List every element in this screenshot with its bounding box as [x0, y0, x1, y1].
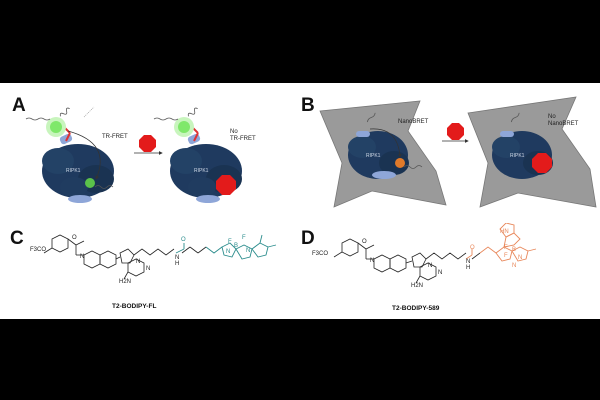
indoline-n-label-d: N [370, 258, 375, 264]
ripk1-label-a-left: RIPK1 [66, 168, 81, 174]
acceptor-tracer-icon [85, 178, 95, 188]
panel-letter-d: D [301, 228, 315, 249]
cf3o-label-d: F3CO [312, 251, 329, 257]
excitation-wave [25, 117, 51, 121]
figure-canvas: A B C D [0, 83, 600, 319]
inhibitor-stop-icon-b [447, 123, 464, 140]
carbonyl-o-label-d: O [362, 239, 367, 245]
ripk1-label-a-right: RIPK1 [194, 168, 209, 174]
compound-name-c: T2-BODIPY-FL [112, 303, 157, 310]
amide-n-label-c: N [175, 255, 180, 261]
structure-t2-bodipy-589 [333, 223, 537, 284]
pyrimidine-n2-label-d: N [438, 270, 443, 276]
bodipy-n1-label-c: N [246, 248, 251, 254]
no-nanobret-label: No NanoBRET [548, 114, 579, 127]
panel-a-diagram [25, 106, 242, 203]
structure-t2-bodipy-fl [43, 234, 277, 280]
inhibitor-stop-icon [139, 135, 156, 152]
nanobret-label: NanoBRET [398, 119, 429, 125]
amine-label-d: H2N [411, 283, 424, 289]
inhibitor-bound-icon [216, 175, 236, 195]
pyrrole-hn-label-d: HN [500, 229, 509, 235]
compound-name-d: T2-BODIPY-589 [392, 305, 440, 312]
bodipy-b-label-c: B [234, 243, 239, 249]
cf3o-label-c: F3CO [30, 247, 47, 253]
amine-label-c: H2N [119, 279, 132, 285]
amide-n-label-d: N [466, 259, 471, 265]
tr-fret-label: TR-FRET [102, 134, 128, 140]
ripk1-label-b-right: RIPK1 [510, 153, 525, 159]
panel-letter-a: A [12, 95, 26, 116]
bodipy-f2-label-c: F [228, 239, 232, 245]
panel-letter-c: C [10, 228, 24, 249]
indoline-n-label-c: N [80, 254, 85, 260]
antibody-icon [59, 126, 73, 145]
bodipy-f2-label-d: F [504, 253, 508, 259]
amide-o-label-c: O [181, 237, 186, 243]
panel-letter-b: B [301, 95, 315, 116]
bodipy-f1-label-c: F [242, 235, 246, 241]
pyrimidine-n2-label-c: N [146, 266, 151, 272]
amide-h-label-c: H [175, 261, 180, 267]
panel-b-diagram [319, 96, 597, 208]
amide-h-label-d: H [466, 265, 471, 271]
pyrimidine-n-label-d: N [428, 263, 433, 269]
bodipy-n1-label-d: N [518, 255, 523, 261]
inhibitor-bound-icon-b [532, 153, 552, 173]
ripk1-label-b-left: RIPK1 [366, 153, 381, 159]
carbonyl-o-label-c: O [72, 235, 77, 241]
bodipy-n2-label-d: N [512, 263, 517, 269]
ripk1-protein-b-left [348, 131, 409, 179]
bodipy-n2-label-c: N [226, 249, 231, 255]
pyrimidine-n-label-c: N [136, 259, 141, 265]
bodipy-b-label-d: B [512, 247, 517, 253]
no-tr-fret-label: No TR-FRET [230, 129, 256, 142]
nanoluc-icon [395, 158, 405, 168]
amide-o-label-d: O [470, 245, 475, 251]
bodipy-f1-label-d: F [504, 245, 508, 251]
